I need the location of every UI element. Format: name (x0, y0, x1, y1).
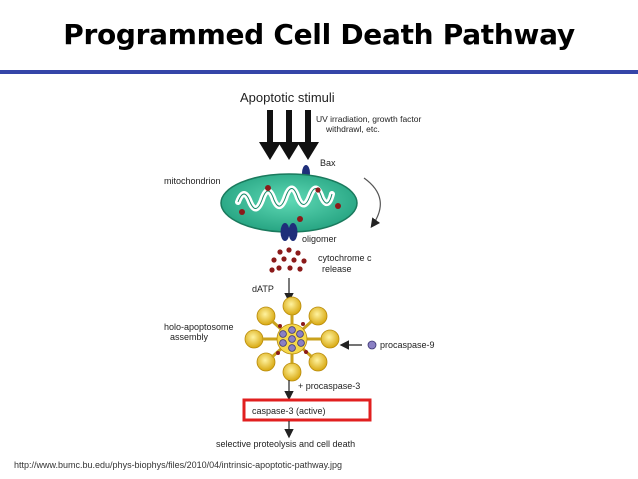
stimulus-arrows (259, 110, 319, 160)
apoptotic-stimuli-label: Apoptotic stimuli (240, 90, 335, 105)
uv-irradiation-label: UV irradiation, growth factor (316, 114, 422, 124)
release-label: release (322, 264, 352, 274)
oligomer-label: oligomer (302, 234, 337, 244)
bax-label: Bax (320, 158, 336, 168)
title-divider (0, 70, 638, 74)
apoptosome (244, 296, 340, 382)
cytochrome-c-cluster (269, 247, 307, 273)
assembly-label: assembly (170, 332, 209, 342)
procaspase3-label: + procaspase-3 (298, 381, 360, 391)
holo-apoptosome-label: holo-apoptosome (164, 322, 234, 332)
procaspase9-marker (367, 340, 377, 350)
caspase3-highlight-box (242, 398, 372, 422)
apoptosis-pathway-diagram: Apoptotic stimuli UV irradiation, growth… (164, 90, 435, 449)
procaspase9-label: procaspase-9 (380, 340, 435, 350)
bax-translocation-arrow (363, 177, 381, 228)
slide-title: Programmed Cell Death Pathway (63, 18, 575, 51)
cytochrome-c-label: cytochrome c (318, 253, 372, 263)
bax-oligomer (280, 223, 298, 241)
source-url: http://www.bumc.bu.edu/phys-biophys/file… (14, 460, 343, 470)
datp-label: dATP (252, 284, 274, 294)
selective-proteolysis-label: selective proteolysis and cell death (216, 439, 355, 449)
withdrawl-label: withdrawl, etc. (325, 124, 380, 134)
mitochondrion (220, 173, 358, 233)
caspase3-label: caspase-3 (active) (252, 406, 326, 416)
mitochondrion-label: mitochondrion (164, 176, 221, 186)
